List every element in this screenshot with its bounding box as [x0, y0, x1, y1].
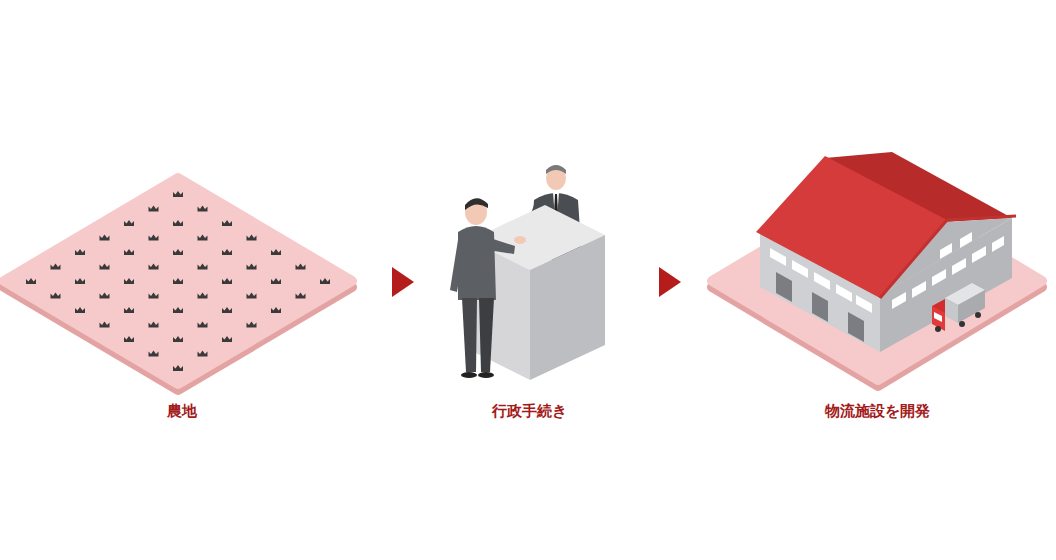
sprout-mark — [51, 264, 61, 270]
sprout-mark — [198, 235, 208, 241]
sprout-mark — [26, 278, 36, 284]
farmland-illustration — [4, 178, 352, 390]
stage-label: 物流施設を開発 — [700, 402, 1054, 420]
sprout-mark — [149, 351, 159, 357]
sprout-mark — [100, 235, 110, 241]
sprout-mark — [124, 278, 134, 284]
sprout-mark — [173, 220, 183, 226]
sprout-mark — [247, 293, 257, 299]
sprout-mark — [198, 264, 208, 270]
sprout-mark — [51, 293, 61, 299]
sprout-mark — [173, 191, 183, 197]
stage-label: 農地 — [0, 402, 364, 420]
sprout-mark — [124, 220, 134, 226]
sprout-mark — [271, 278, 281, 284]
sprout-mark — [173, 365, 183, 371]
warehouse-illustration — [712, 152, 1042, 386]
sprout-mark — [222, 336, 232, 342]
stage-node: 農地 — [0, 160, 364, 425]
sprout-mark — [75, 307, 85, 313]
stage-node: 物流施設を開発 — [700, 160, 1054, 425]
sprout-mark — [75, 249, 85, 255]
sprout-mark — [100, 264, 110, 270]
office-illustration — [450, 165, 605, 380]
sprout-mark — [247, 235, 257, 241]
sprout-mark — [124, 307, 134, 313]
flow-arrow — [659, 267, 681, 297]
sprout-mark — [198, 293, 208, 299]
sprout-mark — [296, 264, 306, 270]
sprout-mark — [198, 351, 208, 357]
sprout-mark — [173, 336, 183, 342]
sprout-mark — [149, 235, 159, 241]
sprout-mark — [222, 278, 232, 284]
stage-node: 行政手続き — [430, 160, 628, 425]
sprout-mark — [124, 249, 134, 255]
sprout-mark — [222, 307, 232, 313]
sprout-mark — [198, 322, 208, 328]
sprout-mark — [296, 293, 306, 299]
sprout-mark — [271, 249, 281, 255]
sprout-mark — [222, 249, 232, 255]
sprout-mark — [124, 336, 134, 342]
sprout-mark — [100, 322, 110, 328]
sprout-mark — [173, 278, 183, 284]
sprout-mark — [75, 278, 85, 284]
stage-label: 行政手続き — [430, 402, 628, 420]
sprout-mark — [149, 206, 159, 212]
sprout-mark — [149, 322, 159, 328]
flow-arrow — [392, 267, 414, 297]
sprout-mark — [320, 278, 330, 284]
sprout-mark — [149, 264, 159, 270]
sprout-mark — [173, 307, 183, 313]
sprout-mark — [149, 293, 159, 299]
sprout-mark — [173, 249, 183, 255]
sprout-mark — [247, 264, 257, 270]
sprout-mark — [271, 307, 281, 313]
sprout-mark — [247, 322, 257, 328]
sprout-mark — [222, 220, 232, 226]
sprout-mark — [198, 206, 208, 212]
sprout-mark — [100, 293, 110, 299]
